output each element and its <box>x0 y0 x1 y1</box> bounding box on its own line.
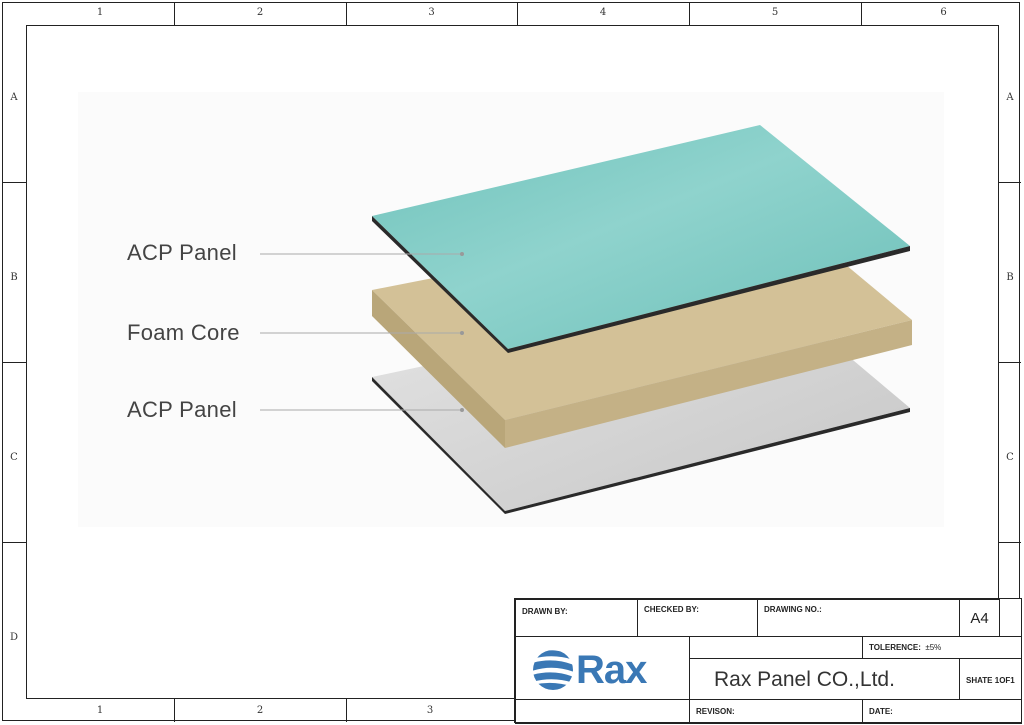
drawn-by-label: DRAWN BY: <box>522 607 568 616</box>
top-acp-panel <box>372 125 910 353</box>
company-name: Rax Panel CO.,Ltd. <box>714 668 895 691</box>
zone-col-4: 4 <box>599 7 607 18</box>
sheet-number: SHATE 1OF1 <box>966 676 1015 685</box>
zone-col-3: 3 <box>428 7 435 18</box>
zone-col-1-bottom: 1 <box>96 705 104 716</box>
zone-col-2: 2 <box>256 7 264 18</box>
blank-cell-bottom <box>515 699 690 724</box>
zone-row-c: C <box>10 452 18 463</box>
rax-logo: Rax <box>532 649 689 691</box>
checked-by-label: CHECKED BY: <box>644 605 699 614</box>
company-cell: Rax Panel CO.,Ltd. <box>689 658 960 700</box>
tolerance-value: ±5% <box>925 643 942 652</box>
drawing-no-cell: DRAWING NO.: <box>757 599 960 637</box>
zone-col-2-bottom: 2 <box>256 705 264 716</box>
sheet-cell: SHATE 1OF1 <box>959 658 1022 700</box>
checked-by-cell: CHECKED BY: <box>637 599 758 637</box>
tolerance-label: TOLERENCE: <box>869 643 921 652</box>
revision-label: REVISON: <box>696 707 735 716</box>
date-label: DATE: <box>869 707 893 716</box>
zone-col-1: 1 <box>96 7 104 18</box>
zone-col-6: 6 <box>940 7 947 18</box>
drawing-no-label: DRAWING NO.: <box>764 605 822 614</box>
zone-col-3-bottom: 3 <box>426 705 434 716</box>
label-top-acp-panel: ACP Panel <box>127 240 237 265</box>
logo-cell: Rax <box>515 636 690 700</box>
zone-row-a: A <box>10 92 18 103</box>
drawn-by-cell: DRAWN BY: <box>515 599 638 637</box>
sheet-size: A4 <box>970 610 989 627</box>
label-bottom-acp-panel: ACP Panel <box>127 397 237 422</box>
tolerance-cell: TOLERENCE: ±5% <box>862 636 1022 659</box>
blank-cell <box>689 636 863 659</box>
zone-row-b: B <box>10 272 18 283</box>
revision-cell: REVISON: <box>689 699 863 724</box>
zone-row-a-right: A <box>1006 92 1014 103</box>
zone-row-d: D <box>9 632 19 643</box>
zone-col-5: 5 <box>771 7 779 18</box>
title-block: DRAWN BY: CHECKED BY: DRAWING NO.: A4 Ra… <box>514 598 1022 724</box>
label-foam-core: Foam Core <box>127 320 240 345</box>
zone-row-c-right: C <box>1006 452 1014 463</box>
zone-row-b-right: B <box>1006 272 1014 283</box>
drawing-frame <box>26 25 999 699</box>
sheet-size-cell: A4 <box>959 599 1000 637</box>
globe-logo-icon <box>533 650 573 690</box>
date-cell: DATE: <box>862 699 1022 724</box>
logo-text: Rax <box>576 648 647 692</box>
